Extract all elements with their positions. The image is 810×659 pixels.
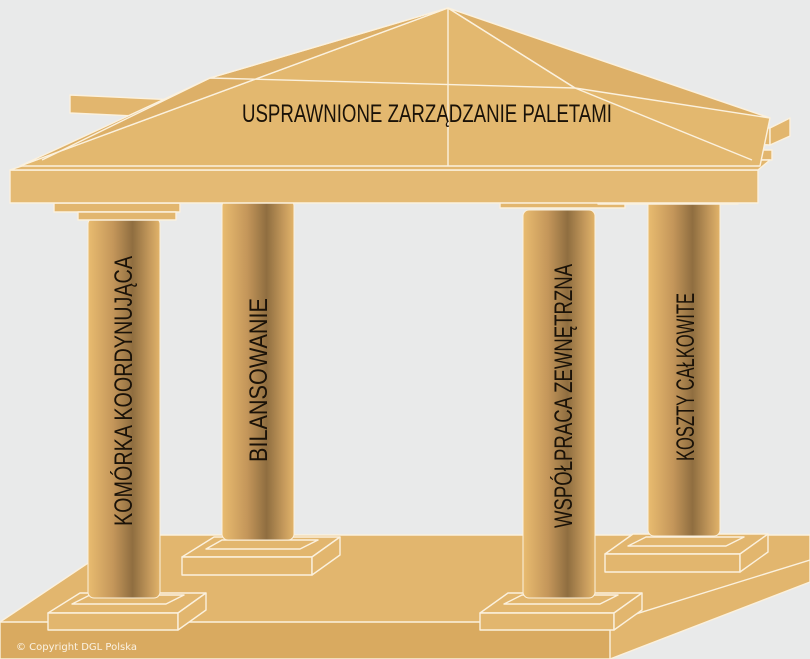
pillar-label-1: KOMÓRKA KOORDYNUJĄCA: [109, 256, 138, 526]
floor-slab-edge: [0, 621, 611, 659]
pillar-base-3: [479, 592, 643, 631]
pillar-base-1: [47, 592, 207, 631]
pillar-label-2: BILANSOWANIE: [245, 298, 273, 462]
pillar-base-2: [181, 536, 341, 576]
pillar-base-4: [604, 533, 769, 573]
pillar-label-3: WSPÓŁPRACA ZEWNĘTRZNA: [549, 264, 578, 528]
pillar-3: [522, 209, 596, 599]
roof-title: USPRAWNIONE ZARZĄDZANIE PALETAMI: [242, 100, 612, 128]
beam-front: [9, 169, 759, 204]
pillar-label-4: KOSZTY CAŁKOWITE: [672, 293, 700, 461]
copyright-text: © Copyright DGL Polska: [16, 642, 137, 653]
